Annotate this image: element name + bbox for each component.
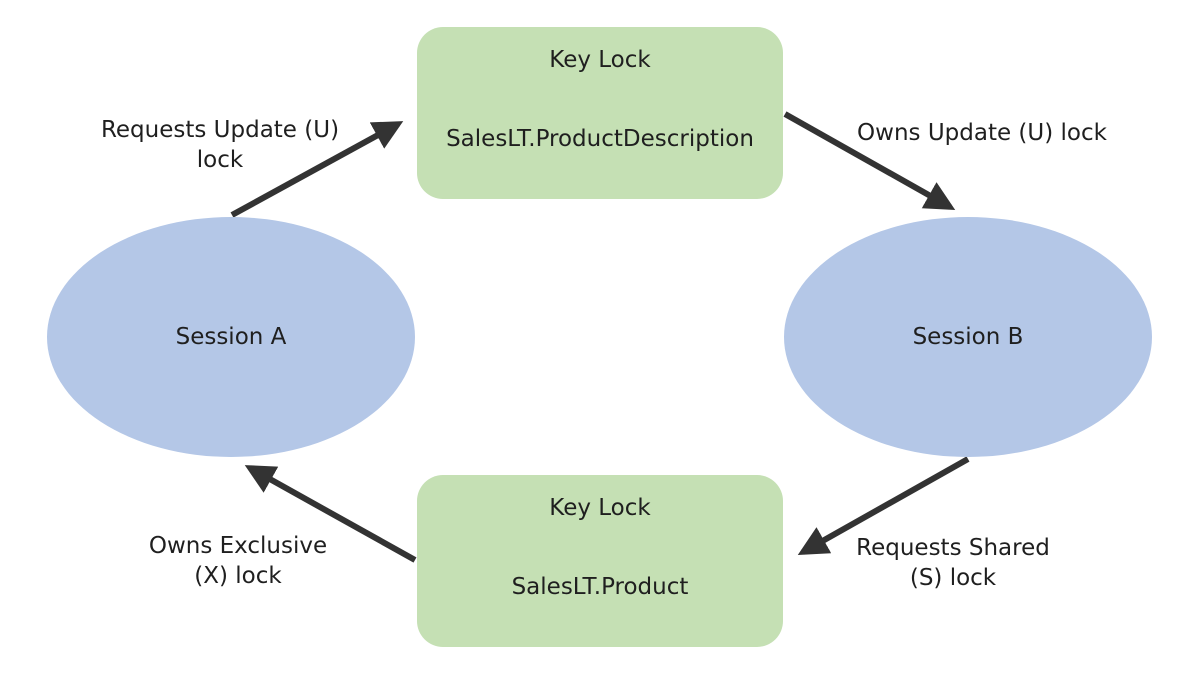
arrow-top-lock-to-session-b <box>783 111 956 210</box>
arrow-bottom-lock-to-session-a <box>244 465 417 563</box>
session-b-label: Session B <box>912 324 1024 350</box>
key-lock-box-product: Key Lock SalesLT.Product <box>417 475 783 647</box>
edge-label-line: (S) lock <box>909 565 997 591</box>
lock-object-label: SalesLT.Product <box>511 574 689 600</box>
edge-label-line: lock <box>196 147 244 173</box>
lock-type-label: Key Lock <box>549 495 651 521</box>
session-a-ellipse: Session A <box>47 217 415 457</box>
arrow-session-b-to-bottom-lock <box>797 456 970 555</box>
edge-label-owns-update: Owns Update (U) lock <box>852 118 1112 148</box>
edge-label-owns-exclusive: Owns Exclusive (X) lock <box>118 531 358 591</box>
edge-label-line: (X) lock <box>194 563 282 589</box>
edge-label-line: Requests Shared <box>856 535 1050 561</box>
edge-label-line: Owns Update (U) lock <box>857 120 1107 146</box>
edge-label-requests-update: Requests Update (U) lock <box>90 115 350 175</box>
arrow-session-a-to-top-lock <box>230 121 404 218</box>
edge-label-requests-shared: Requests Shared (S) lock <box>828 533 1078 593</box>
lock-object-label: SalesLT.ProductDescription <box>446 126 754 152</box>
edge-label-line: Requests Update (U) <box>100 117 340 143</box>
edge-label-line: Owns Exclusive <box>148 533 328 559</box>
session-a-label: Session A <box>175 324 287 350</box>
session-b-ellipse: Session B <box>784 217 1152 457</box>
lock-type-label: Key Lock <box>549 47 651 73</box>
key-lock-box-product-description: Key Lock SalesLT.ProductDescription <box>417 27 783 199</box>
